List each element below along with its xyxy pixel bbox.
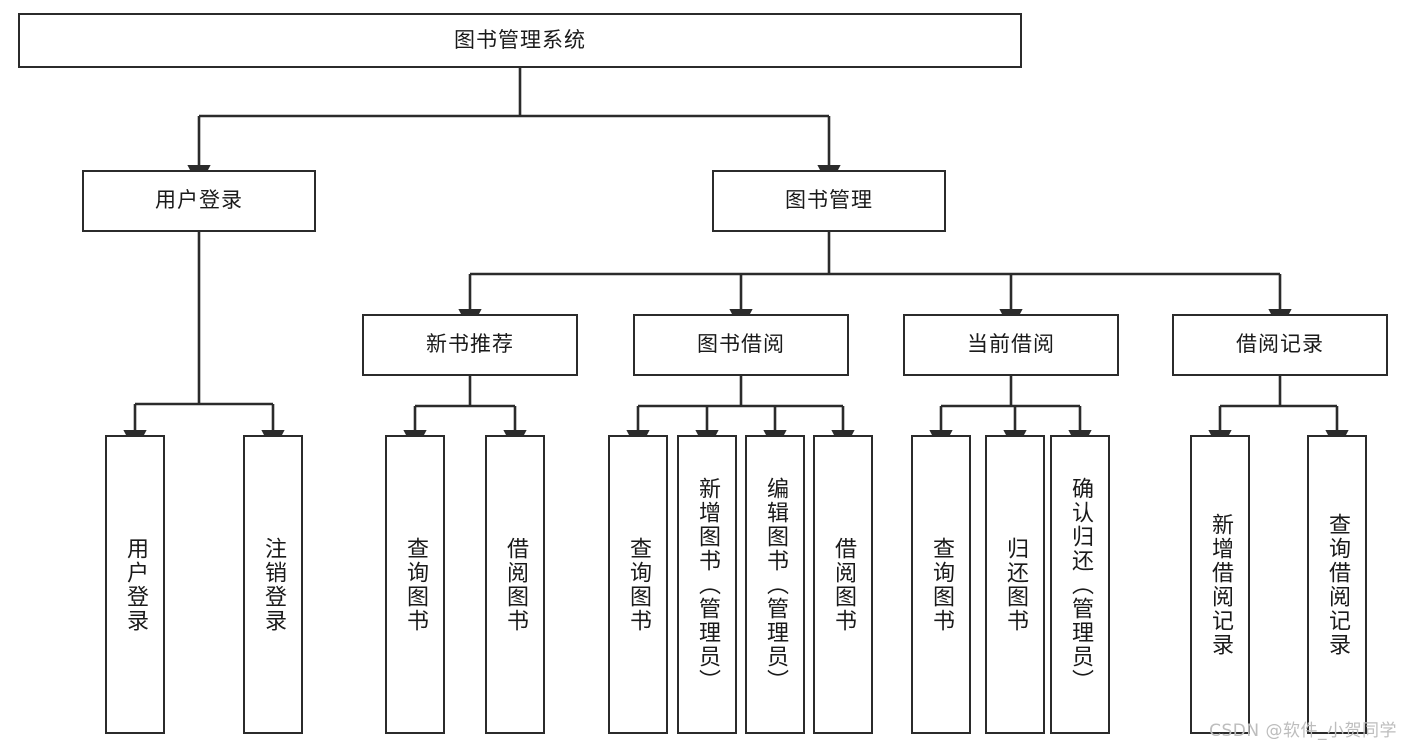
node-label: 用户登录 (123, 536, 148, 633)
node-leaf-add-book[interactable]: 新增图书（管理员） (677, 435, 737, 734)
node-label: 新增图书（管理员） (695, 476, 720, 693)
node-leaf-query-2[interactable]: 查询图书 (608, 435, 668, 734)
node-leaf-confirm[interactable]: 确认归还（管理员） (1050, 435, 1110, 734)
node-leaf-add-rec[interactable]: 新增借阅记录 (1190, 435, 1250, 734)
node-leaf-query-3[interactable]: 查询图书 (911, 435, 971, 734)
node-label: 图书管理系统 (454, 27, 586, 52)
node-label: 用户登录 (155, 188, 243, 213)
node-label: 编辑图书（管理员） (763, 476, 788, 693)
node-book-manage[interactable]: 图书管理 (712, 170, 946, 232)
node-leaf-user-login[interactable]: 用户登录 (105, 435, 165, 734)
node-label: 注销登录 (261, 536, 286, 633)
csdn-watermark: CSDN @软件_小贺同学 (1209, 721, 1397, 741)
node-borrow-record[interactable]: 借阅记录 (1172, 314, 1388, 376)
node-leaf-logout[interactable]: 注销登录 (243, 435, 303, 734)
node-label: 查询图书 (626, 536, 651, 633)
node-label: 借阅图书 (503, 536, 528, 633)
node-new-book-rec[interactable]: 新书推荐 (362, 314, 578, 376)
node-root[interactable]: 图书管理系统 (18, 13, 1022, 68)
node-label: 图书借阅 (697, 332, 785, 357)
node-label: 借阅记录 (1236, 332, 1324, 357)
node-label: 查询借阅记录 (1325, 512, 1350, 657)
node-current-borrow[interactable]: 当前借阅 (903, 314, 1119, 376)
node-label: 查询图书 (929, 536, 954, 633)
node-leaf-borrow-1[interactable]: 借阅图书 (485, 435, 545, 734)
node-label: 新增借阅记录 (1208, 512, 1233, 657)
node-label: 确认归还（管理员） (1068, 476, 1093, 693)
node-leaf-return[interactable]: 归还图书 (985, 435, 1045, 734)
node-leaf-query-1[interactable]: 查询图书 (385, 435, 445, 734)
node-label: 当前借阅 (967, 332, 1055, 357)
node-label: 归还图书 (1003, 536, 1028, 633)
node-label: 查询图书 (403, 536, 428, 633)
node-book-borrow[interactable]: 图书借阅 (633, 314, 849, 376)
node-leaf-borrow-2[interactable]: 借阅图书 (813, 435, 873, 734)
node-label: 借阅图书 (831, 536, 856, 633)
node-label: 新书推荐 (426, 332, 514, 357)
node-label: 图书管理 (785, 188, 873, 213)
node-leaf-query-rec[interactable]: 查询借阅记录 (1307, 435, 1367, 734)
node-user-login[interactable]: 用户登录 (82, 170, 316, 232)
node-leaf-edit-book[interactable]: 编辑图书（管理员） (745, 435, 805, 734)
